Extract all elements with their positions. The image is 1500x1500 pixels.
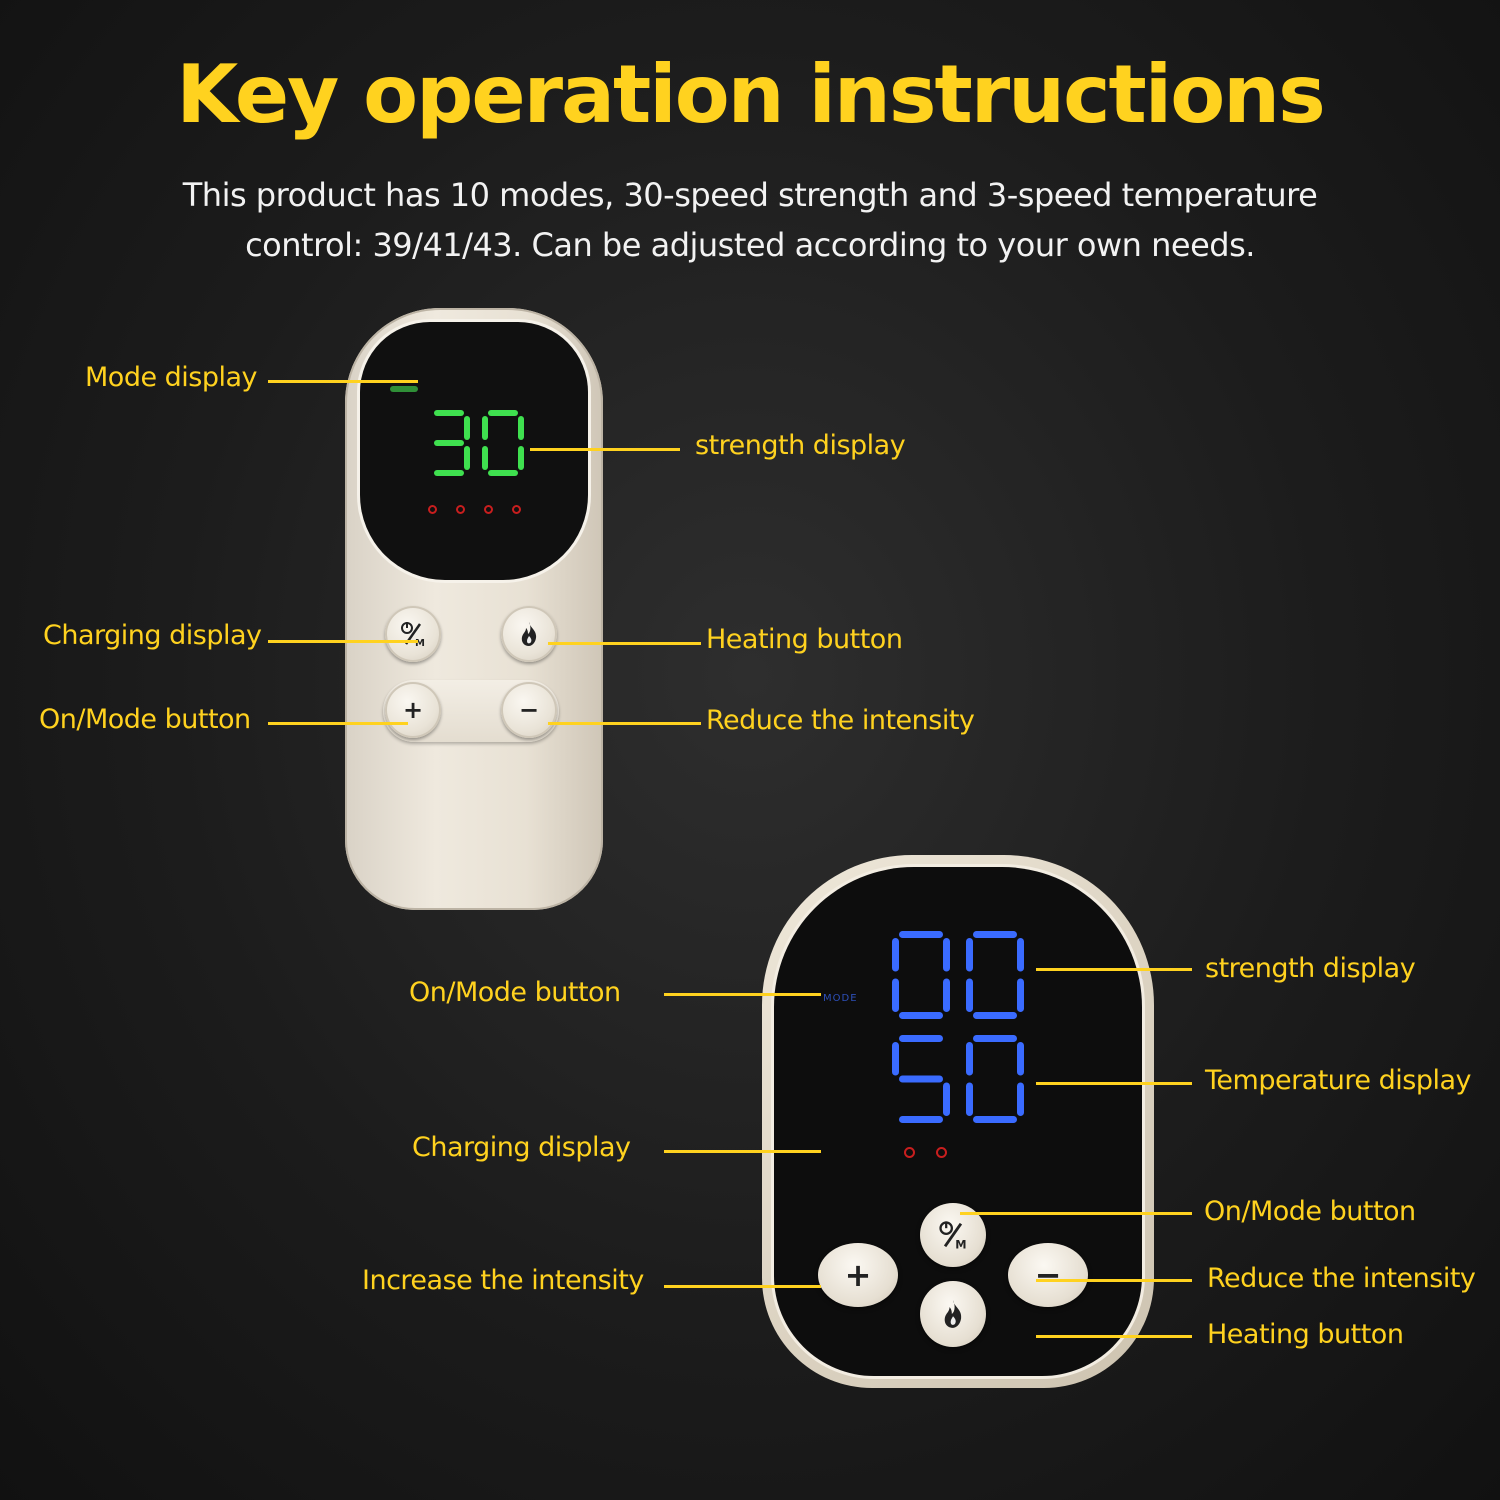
label-increase-intensity: Increase the intensity [362, 1265, 644, 1296]
segment-a [973, 1035, 1017, 1042]
mode-display-indicator [390, 386, 418, 392]
segment-b [464, 416, 470, 440]
leader-temperature-display [1036, 1082, 1192, 1085]
segment-a [899, 931, 943, 938]
segment-d [488, 470, 518, 476]
leader-on-mode-button-1 [268, 722, 408, 725]
segment-d [899, 1012, 943, 1019]
segment-f [892, 1042, 899, 1076]
segment-c [943, 1082, 950, 1116]
charging-dot-3 [484, 505, 493, 514]
leader-strength-display-1 [530, 448, 680, 451]
flame-icon [944, 1300, 962, 1328]
leader-reduce-intensity-1 [548, 722, 701, 725]
segment-e [892, 978, 899, 1012]
segment-a [488, 410, 518, 416]
subtitle-line-2: control: 39/41/43. Can be adjusted accor… [245, 226, 1255, 264]
label-temperature-display: Temperature display [1205, 1065, 1471, 1096]
label-strength-display-1: strength display [695, 430, 906, 461]
label-mode-display: Mode display [85, 362, 258, 393]
label-on-mode-button-2-left: On/Mode button [409, 977, 621, 1008]
leader-heating-button-1 [548, 642, 701, 645]
subtitle: This product has 10 modes, 30-speed stre… [100, 170, 1400, 270]
charging-dot-4 [512, 505, 521, 514]
leader-on-mode-button-2-right [960, 1212, 1192, 1215]
reduce-button-2[interactable]: − [1008, 1243, 1088, 1307]
segment-g [434, 440, 464, 446]
segment-e [482, 446, 488, 470]
label-strength-display-2: strength display [1205, 953, 1416, 984]
minus-icon: − [518, 696, 540, 724]
remote-control-1: M + − [345, 308, 603, 910]
leader-heating-button-2 [1036, 1335, 1192, 1338]
charging-dot-b [936, 1147, 947, 1158]
segment-c [943, 978, 950, 1012]
segment-d [899, 1116, 943, 1123]
label-heating-button-2: Heating button [1207, 1319, 1404, 1350]
subtitle-line-1: This product has 10 modes, 30-speed stre… [182, 176, 1318, 214]
label-charging-display-1: Charging display [43, 620, 262, 651]
segment-f [892, 938, 899, 972]
label-reduce-intensity-1: Reduce the intensity [706, 705, 975, 736]
increase-button-2[interactable]: + [818, 1243, 898, 1307]
leader-mode-display [268, 380, 418, 383]
segment-f [482, 416, 488, 440]
page-title: Key operation instructions [176, 48, 1325, 141]
segment-e [966, 1082, 973, 1116]
minus-icon: − [1034, 1256, 1062, 1294]
plus-icon: + [402, 696, 424, 724]
segment-d [973, 1012, 1017, 1019]
segment-c [1017, 1082, 1024, 1116]
leader-increase-intensity [664, 1285, 821, 1288]
charging-dot-2 [456, 505, 465, 514]
label-heating-button-1: Heating button [706, 624, 903, 655]
charging-dot-a [904, 1147, 915, 1158]
power-mode-icon: M [939, 1221, 967, 1252]
leader-reduce-intensity-2 [1036, 1279, 1192, 1282]
segment-b [1017, 1042, 1024, 1076]
segment-a [434, 410, 464, 416]
segment-d [973, 1116, 1017, 1123]
charging-dot-1 [428, 505, 437, 514]
segment-f [966, 938, 973, 972]
segment-a [973, 931, 1017, 938]
reduce-button[interactable]: − [501, 682, 557, 738]
temperature-digits [892, 1035, 1024, 1123]
label-reduce-intensity-2: Reduce the intensity [1207, 1263, 1476, 1294]
power-mode-icon: M [401, 622, 425, 649]
segment-e [966, 978, 973, 1012]
leader-on-mode-button-2-left [664, 993, 821, 996]
strength-digits-2 [892, 931, 1024, 1019]
segment-c [1017, 978, 1024, 1012]
leader-strength-display-2 [1036, 968, 1192, 971]
label-charging-display-2: Charging display [412, 1132, 631, 1163]
flame-icon [521, 622, 537, 646]
leader-charging-display-1 [268, 640, 418, 643]
heating-button-2[interactable] [920, 1281, 986, 1347]
increase-button[interactable]: + [385, 682, 441, 738]
remote2-screen: MODE M + − [774, 867, 1142, 1376]
leader-charging-display-2 [664, 1150, 821, 1153]
segment-b [518, 416, 524, 440]
svg-text:M: M [415, 638, 425, 649]
segment-a [899, 1035, 943, 1042]
label-on-mode-button-2-right: On/Mode button [1204, 1196, 1416, 1227]
segment-c [518, 446, 524, 470]
segment-b [1017, 938, 1024, 972]
power-mode-button[interactable]: M [385, 606, 441, 662]
segment-b [943, 938, 950, 972]
mode-text: MODE [823, 993, 858, 1004]
remote-control-2: MODE M + − [762, 855, 1154, 1388]
segment-f [966, 1042, 973, 1076]
remote1-screen [360, 322, 588, 580]
plus-icon: + [844, 1256, 872, 1294]
segment-g [899, 1075, 943, 1083]
heating-button[interactable] [501, 606, 557, 662]
strength-digits [434, 410, 524, 476]
svg-text:M: M [955, 1238, 966, 1252]
label-on-mode-button-1: On/Mode button [39, 704, 251, 735]
segment-d [434, 470, 464, 476]
segment-c [464, 446, 470, 470]
